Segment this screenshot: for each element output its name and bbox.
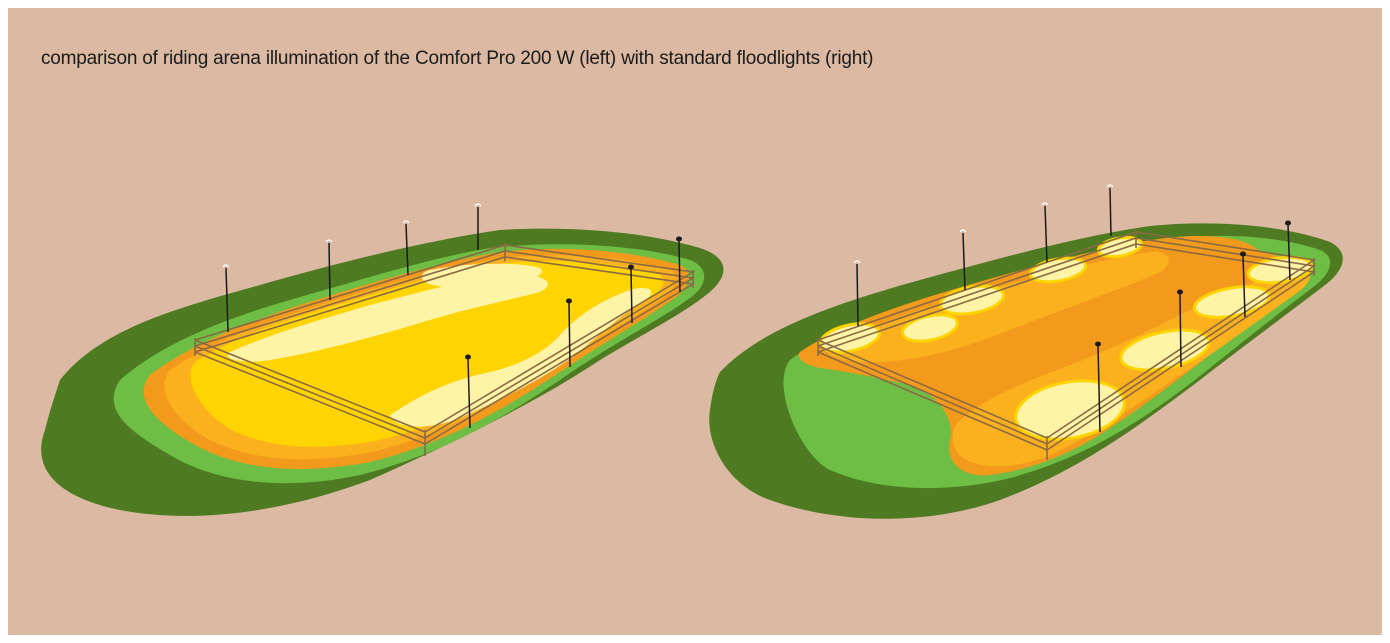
caption: comparison of riding arena illumination …	[41, 48, 874, 69]
left-arena	[41, 203, 724, 516]
right-lamp-heads	[853, 184, 1291, 347]
right-light-poles	[856, 187, 1291, 433]
left-light-poles	[225, 207, 681, 429]
left-fence	[194, 243, 696, 456]
left-highlight-zone	[390, 287, 652, 427]
left-yellow-zone	[190, 260, 664, 447]
left-highlight-zone	[227, 274, 548, 362]
right-dark-orange-zone	[798, 235, 1310, 476]
left-highlight-zone	[421, 263, 542, 289]
right-arena	[709, 184, 1343, 519]
right-fence	[817, 230, 1317, 460]
left-lamp-heads	[222, 203, 682, 360]
